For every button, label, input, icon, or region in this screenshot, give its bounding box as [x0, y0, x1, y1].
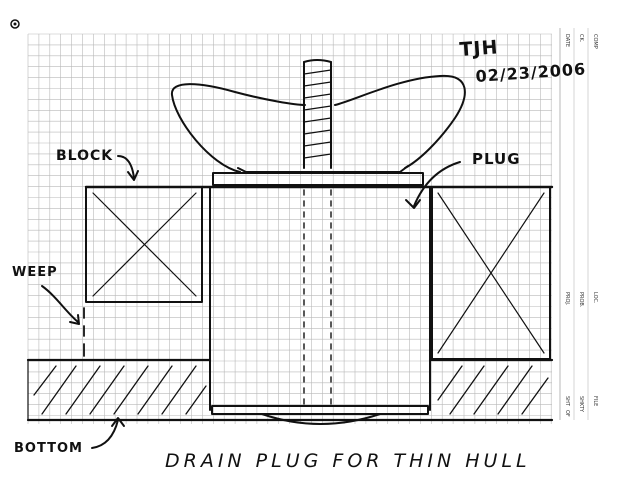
form-field-prob: PROB.	[578, 292, 584, 308]
registration-mark-icon	[10, 19, 20, 29]
plug-arrow	[405, 161, 461, 209]
form-field-comp: COMP	[592, 34, 598, 49]
form-field-of: OF	[564, 410, 570, 417]
form-field-sht: SHT	[564, 396, 570, 407]
hull-hatching	[33, 365, 549, 415]
form-margin: DATE CK. COMP PROJ. PROB. LOC. SHT SHKTY…	[559, 28, 598, 420]
form-field-proj: PROJ.	[564, 292, 570, 306]
graph-grid	[27, 33, 552, 424]
wing-nut-outline	[170, 74, 466, 173]
top-washer	[212, 172, 424, 186]
form-field-ck: CK.	[578, 34, 584, 43]
bottom-flange	[211, 405, 429, 425]
author-initials: TJH	[459, 36, 499, 61]
threaded-bolt	[303, 59, 332, 409]
label-weep: WEEP	[12, 265, 58, 280]
leader-arrows	[41, 155, 461, 449]
left-block	[85, 186, 203, 303]
label-plug: PLUG	[472, 150, 521, 168]
form-field-loc: LOC.	[592, 292, 598, 304]
bottom-arrow	[91, 417, 125, 449]
weep-arrow	[41, 285, 80, 325]
drain-plug-drawing	[26, 59, 554, 449]
label-bottom: BOTTOM	[14, 441, 83, 456]
label-block: BLOCK	[56, 148, 113, 164]
plug-body	[209, 186, 431, 411]
form-field-date: DATE	[564, 34, 570, 47]
form-field-shktyp: SHKTY	[578, 396, 584, 413]
block-arrow	[117, 155, 139, 181]
drawing-title: DRAIN PLUG FOR THIN HULL	[165, 450, 531, 472]
form-field-file: FILE	[592, 396, 598, 406]
